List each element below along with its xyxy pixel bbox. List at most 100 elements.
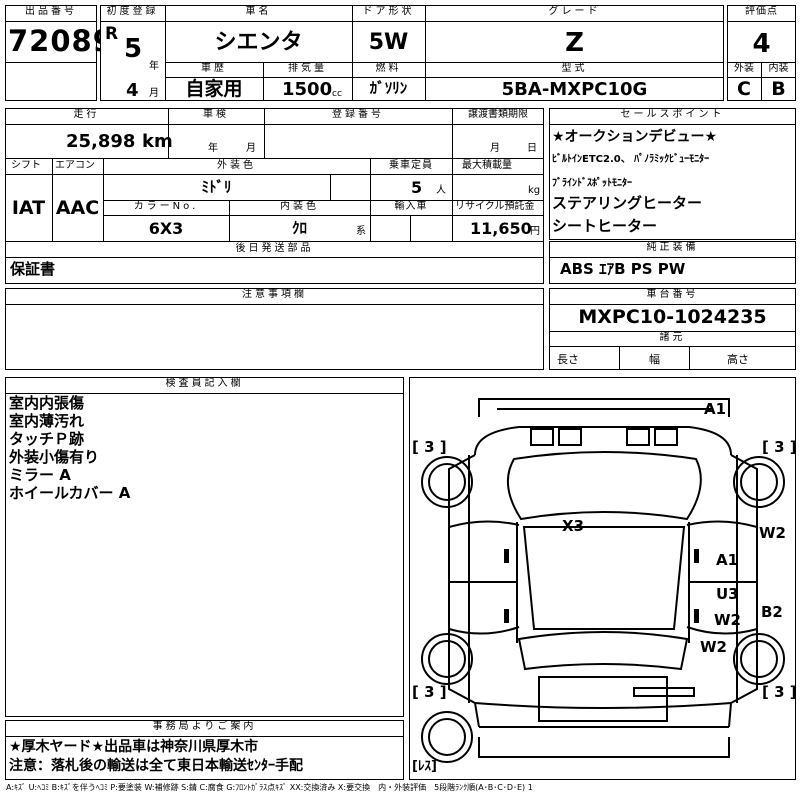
car-name: シエンタ [214, 30, 303, 55]
tire-front-right [733, 456, 785, 508]
roof-outline [522, 526, 686, 630]
capacity-unit: 人 [436, 185, 446, 196]
sales-point-label: セールスポイント [620, 109, 725, 120]
era: R [105, 24, 119, 44]
interior-label: 内装 [768, 63, 789, 74]
reg-year-unit: 年 [149, 61, 159, 72]
reg-year: 5 [124, 34, 143, 64]
later-parts: 保証書 [10, 260, 56, 278]
mark-right-rear-quarter: W2 [700, 638, 727, 656]
inspector-line-1: 室内内張傷 [9, 394, 85, 412]
shift: IAT [11, 197, 46, 219]
tire-rear-left [421, 633, 473, 685]
import-label: 輸入車 [394, 201, 428, 212]
sales-point-5: シートヒーター [552, 217, 658, 235]
fuel-label: 燃料 [375, 63, 402, 74]
spare-tire-label: [ﾚｽ] [412, 759, 437, 774]
rear-bumper-outline [478, 737, 730, 758]
mileage-label: 走行 [73, 109, 100, 120]
tire-rear-right-score: [ 3 ] [762, 683, 797, 701]
sales-point-1: ★オークションデビュー★ [552, 129, 718, 145]
inspector-label: 検査員記入欄 [165, 378, 244, 389]
inspection-month-unit: 月 [246, 143, 256, 154]
plate-label: 登録番号 [332, 109, 384, 120]
front-bumper-outline [478, 398, 730, 417]
notes-label: 注意事項欄 [242, 289, 307, 300]
inspector-line-2: 室内薄汚れ [9, 412, 85, 430]
sales-point-box [549, 108, 796, 240]
spare-tire [421, 711, 473, 763]
score-label: 評価点 [745, 6, 778, 17]
reg-month: 4 [126, 80, 139, 101]
length-label: 長さ [557, 353, 579, 366]
displacement-unit: cc [332, 89, 342, 99]
lot-number: 72089 [8, 24, 114, 58]
inspection-label: 車検 [203, 109, 229, 120]
mark-right-rear-door-w: W2 [714, 611, 741, 629]
inspector-line-3: タッチＰ跡 [9, 430, 85, 448]
tire-rear-right [733, 633, 785, 685]
mark-right-front-fender: W2 [759, 524, 786, 542]
office-line-1: ★厚木ヤード★出品車は神奈川県厚木市 [9, 739, 259, 755]
exterior-score: C [737, 78, 751, 100]
color-no-label: カラーNo. [133, 201, 199, 212]
sales-point-2: ﾋﾞﾙﾄｲﾝETC2.0、 ﾊﾟﾉﾗﾐｯｸﾋﾞｭｰﾓﾆﾀｰ [552, 154, 710, 165]
ac: AAC [55, 197, 100, 219]
fuel: ｶﾞｿﾘﾝ [369, 79, 408, 97]
inspector-line-4: 外装小傷有り [9, 448, 100, 466]
transfer-label: 譲渡書類期限 [468, 109, 528, 120]
displacement: 1500 [282, 79, 333, 100]
grade: Z [565, 28, 584, 58]
lot-label: 出品番号 [25, 6, 77, 17]
color-no: 6X3 [148, 219, 184, 238]
recycle-unit: 円 [530, 226, 540, 237]
reg-month-unit: 月 [149, 88, 159, 99]
score: 4 [752, 29, 771, 59]
mileage-unit: km [142, 131, 173, 152]
mark-hood: X3 [562, 517, 585, 535]
max-load-label: 最大積載量 [462, 160, 512, 171]
mark-right-front-door: A1 [716, 551, 739, 569]
chassis-box [549, 288, 796, 370]
inspector-box [5, 377, 404, 717]
interior-score: B [771, 78, 786, 100]
car-diagram-box [409, 377, 796, 780]
office-line-2: 注意：落札後の輸送は全て東日本輸送ｾﾝﾀｰ手配 [9, 758, 303, 774]
exterior-label: 外装 [734, 63, 754, 74]
max-load-unit: kg [528, 185, 541, 196]
interior-color-label: 内装色 [280, 201, 319, 212]
history: 自家用 [185, 78, 243, 100]
later-parts-label: 後日発送部品 [235, 243, 314, 254]
doors-label: ドア形状 [362, 6, 415, 17]
width-label: 幅 [649, 353, 660, 366]
legend: A:ｷｽﾞ U:ﾍｺﾐ B:ｷｽﾞを伴うﾍｺﾐ P:要塗装 W:補修跡 S:錆 … [6, 783, 533, 792]
tire-front-right-score: [ 3 ] [762, 438, 797, 456]
tire-front-left [421, 456, 473, 508]
interior-color-unit: 系 [356, 226, 366, 237]
mark-front-bumper: A1 [704, 400, 727, 418]
recycle: 11,650 [470, 219, 532, 238]
office-box [5, 720, 404, 780]
car-name-label: 車名 [245, 6, 272, 17]
sales-point-3: ﾌﾞﾗｲﾝﾄﾞｽﾎﾟｯﾄﾓﾆﾀｰ [552, 178, 632, 189]
rear-window-outline [517, 631, 689, 671]
inspector-line-6: ホイールカバー A [9, 484, 131, 502]
inspection-year-unit: 年 [208, 143, 218, 154]
mark-right-rear-fender: B2 [761, 603, 783, 621]
sales-point-4: ステアリングヒーター [552, 194, 703, 212]
office-label: 事務局よりご案内 [152, 721, 257, 732]
displacement-label: 排気量 [288, 63, 327, 74]
exterior-color: ﾐﾄﾞﾘ [201, 178, 232, 196]
specs-box [5, 108, 544, 284]
notes-box [5, 288, 544, 370]
ac-label: エアコン [55, 160, 95, 171]
standard-equipment-label: 純正装備 [646, 242, 699, 253]
standard-equipment-box [549, 241, 796, 284]
capacity: 5 [411, 178, 423, 197]
first-reg-label: 初度登録 [106, 6, 159, 17]
dims-label: 諸元 [659, 332, 686, 343]
chassis-number: MXPC10-1024235 [578, 306, 767, 328]
exterior-color-label: 外装色 [217, 160, 256, 171]
windshield-outline [506, 451, 702, 521]
capacity-label: 乗車定員 [389, 160, 433, 171]
